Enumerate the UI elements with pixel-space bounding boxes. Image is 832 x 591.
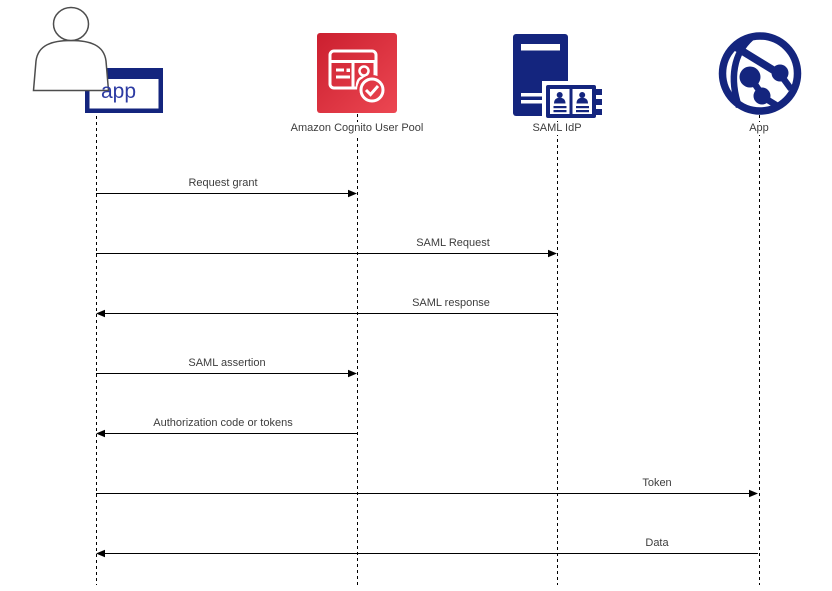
message-label-authorization-code: Authorization code or tokens (150, 417, 296, 430)
message-label-data: Data (642, 537, 672, 550)
cognito-id-card-icon (317, 33, 397, 113)
saml-idp-actor-label: SAML IdP (529, 122, 585, 135)
message-label-request-grant: Request grant (185, 177, 261, 190)
globe-network-icon (718, 32, 802, 115)
arrow-request-grant (96, 189, 357, 198)
arrow-saml-assertion (96, 369, 357, 378)
message-label-saml-request: SAML Request (413, 237, 493, 250)
arrow-authorization-code (96, 429, 357, 438)
server-directory-icon (513, 34, 602, 121)
message-arrows (96, 189, 758, 558)
message-label-saml-response: SAML response (409, 297, 493, 310)
user-actor-label: app (101, 80, 137, 103)
arrow-token (96, 489, 758, 498)
app-actor-label: App (746, 122, 772, 135)
arrow-saml-response (96, 309, 557, 318)
cognito-actor-label: Amazon Cognito User Pool (287, 122, 427, 135)
message-label-saml-assertion: SAML assertion (185, 357, 269, 370)
person-user-icon (32, 6, 110, 92)
arrow-saml-request (96, 249, 557, 258)
lifelines (96, 114, 760, 585)
message-label-token: Token (639, 477, 675, 490)
arrow-data (96, 549, 758, 558)
